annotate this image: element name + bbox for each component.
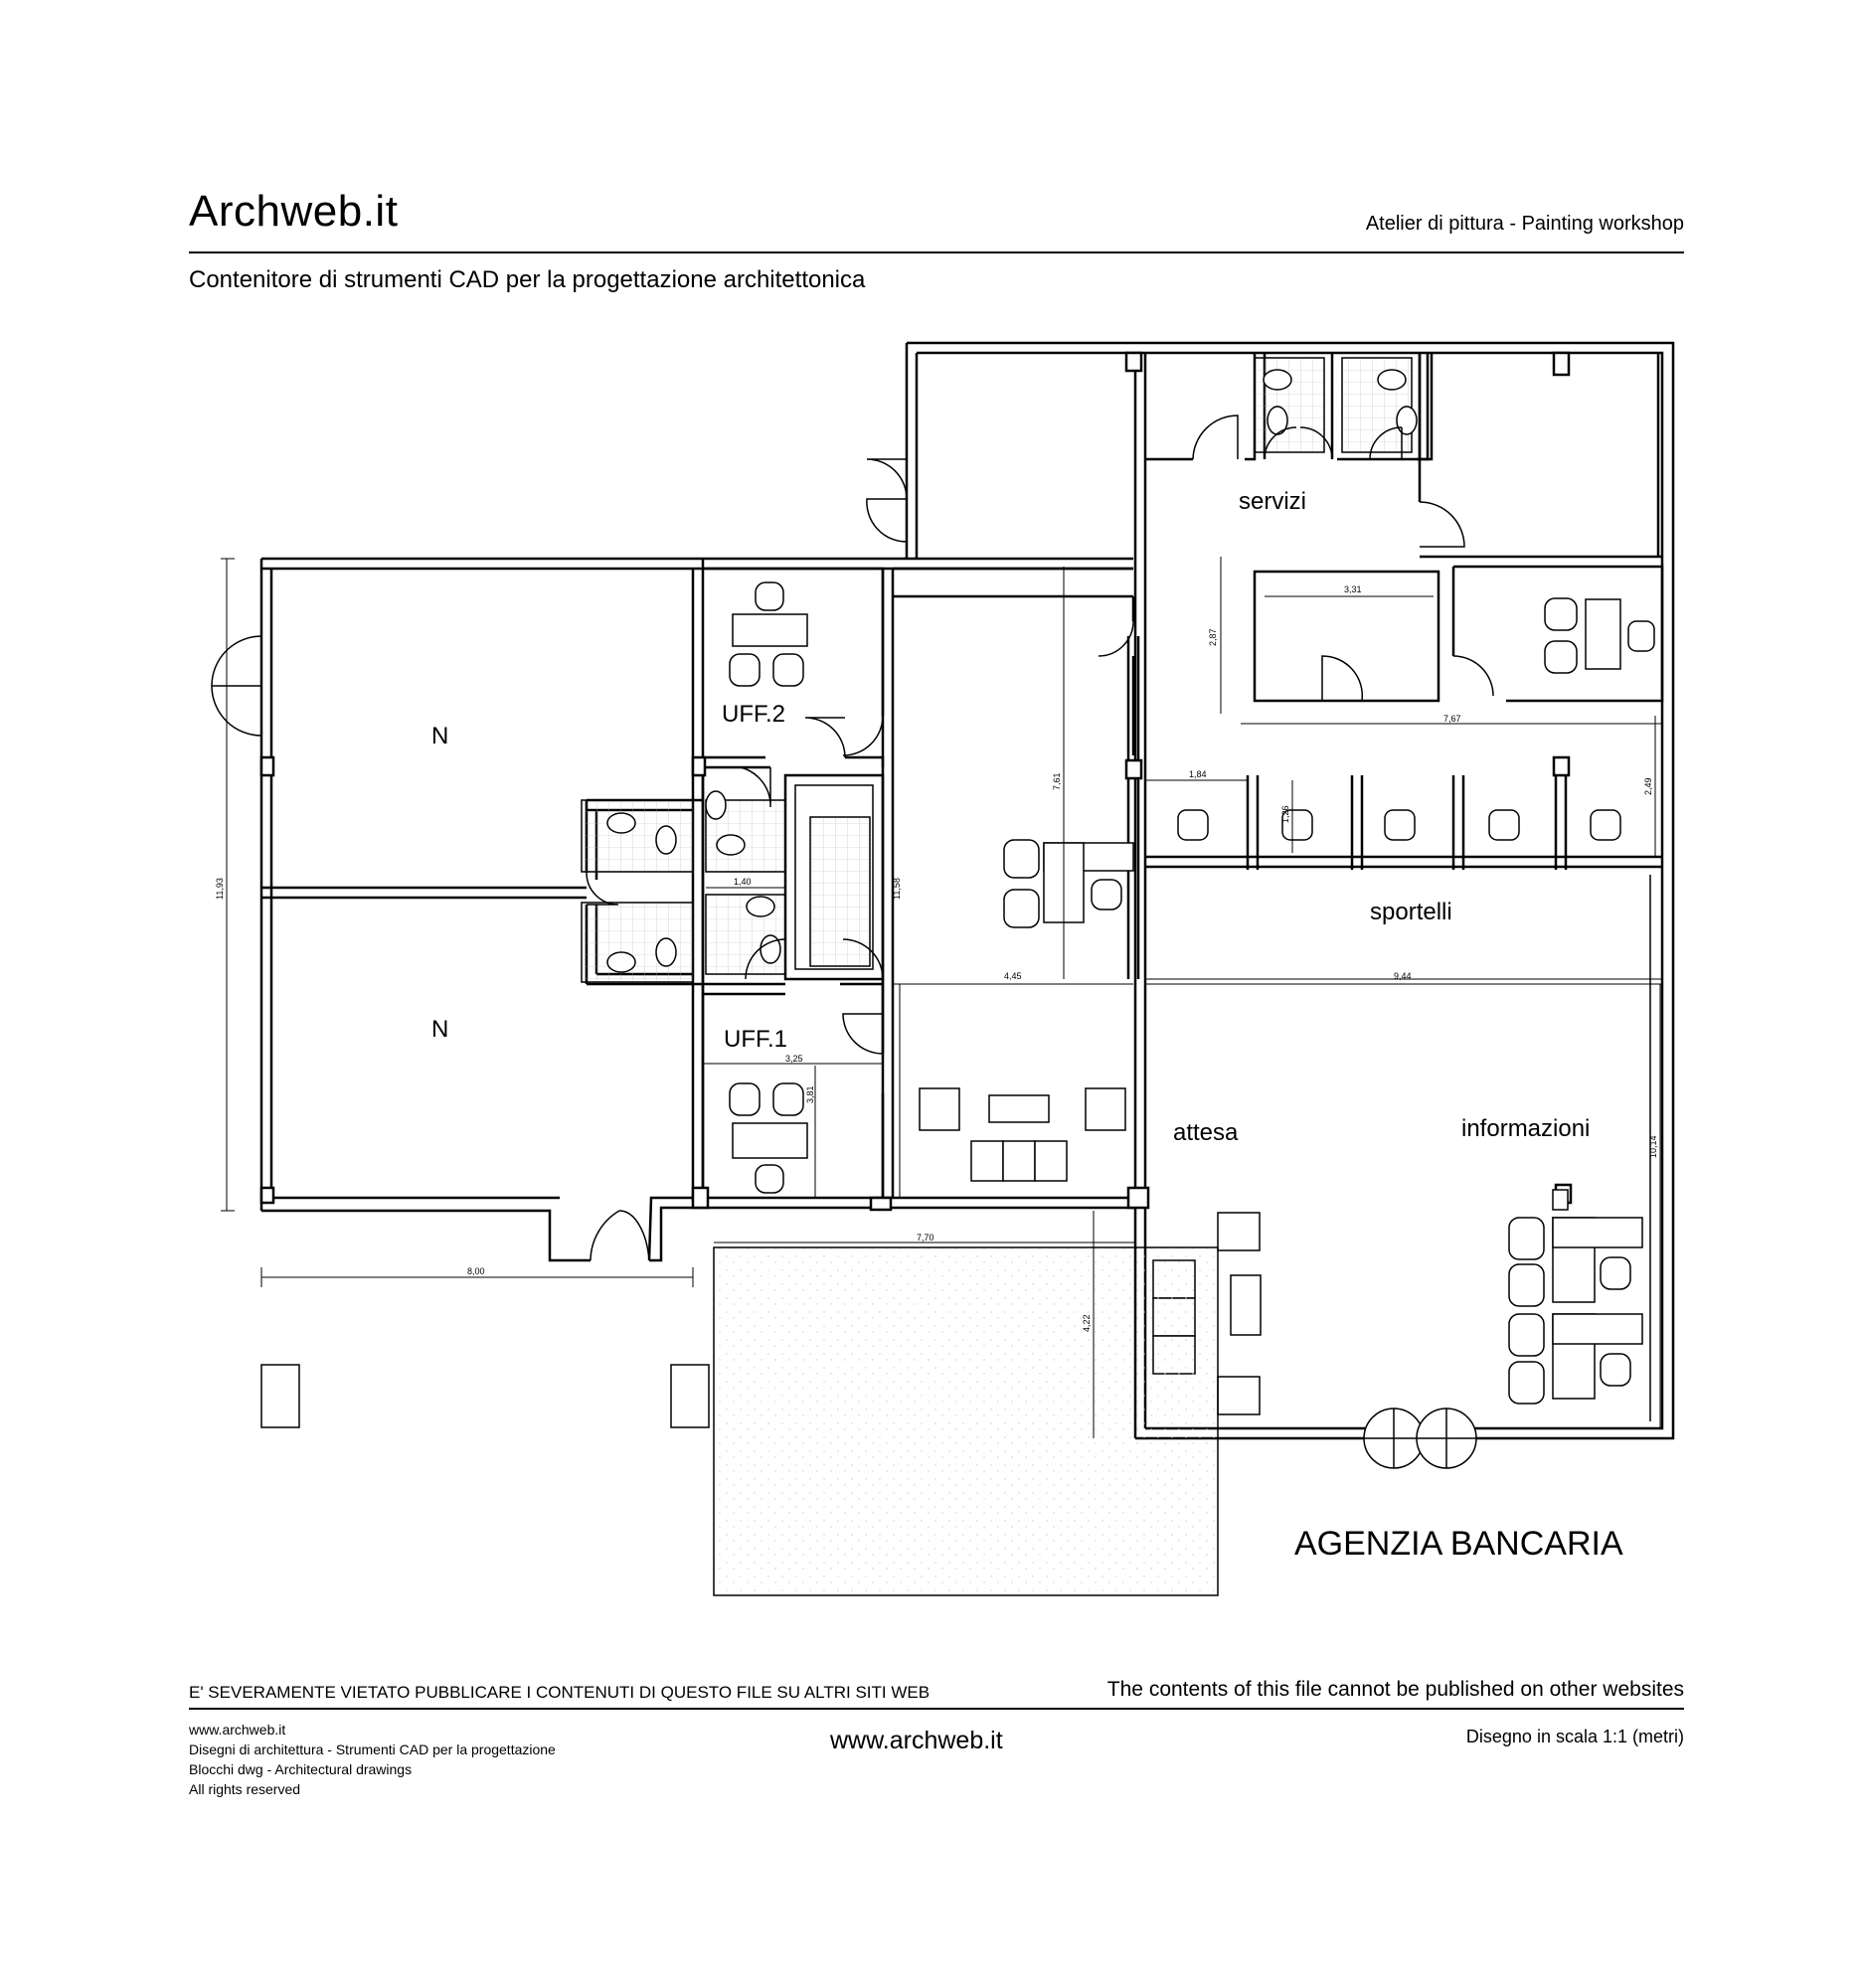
warning-english: The contents of this file cannot be publ…	[1106, 1678, 1684, 1701]
plan-title: AGENZIA BANCARIA	[1294, 1525, 1623, 1563]
footer-rule	[189, 1708, 1684, 1710]
dim-7-67: 7,67	[1443, 714, 1461, 724]
dim-4-22: 4,22	[1082, 1314, 1092, 1332]
header-rule	[189, 251, 1684, 253]
dim-4-45: 4,45	[1004, 971, 1022, 981]
footer-line: www.archweb.it	[189, 1722, 286, 1738]
dim-10-14: 10,14	[1648, 1135, 1658, 1158]
terrace	[713, 1246, 1219, 1596]
revolving-doors	[1363, 1408, 1477, 1469]
brand-logo-text: Archweb.it	[189, 187, 399, 236]
dim-7-61: 7,61	[1052, 772, 1062, 790]
dim-9-44: 9,44	[1394, 971, 1412, 981]
dim-11-93: 11,93	[215, 878, 225, 900]
footer-credits: www.archweb.it Disegni di architettura -…	[189, 1720, 556, 1799]
dim-1-84: 1,84	[1189, 769, 1207, 779]
project-title: Atelier di pittura - Painting workshop	[1365, 213, 1684, 235]
room-label-uff1: UFF.1	[724, 1026, 787, 1053]
dim-11-58: 11,58	[892, 878, 902, 900]
dim-1-26: 1,26	[1280, 805, 1290, 823]
doors	[211, 414, 1494, 1261]
room-label-uff2: UFF.2	[722, 701, 785, 728]
dim-8-00: 8,00	[467, 1266, 485, 1276]
room-label-informazioni: informazioni	[1461, 1115, 1590, 1142]
room-label-n-upper: N	[431, 723, 448, 749]
room-label-attesa: attesa	[1173, 1119, 1239, 1146]
footer-scale: Disegno in scala 1:1 (metri)	[1465, 1727, 1684, 1746]
dim-3-31: 3,31	[1344, 584, 1362, 594]
footer-website[interactable]: www.archweb.it	[830, 1727, 1003, 1754]
dimension-lines	[221, 557, 1662, 1438]
footer-line: All rights reserved	[189, 1781, 301, 1797]
footer-line: Blocchi dwg - Architectural drawings	[189, 1761, 413, 1777]
dim-1-40: 1,40	[734, 877, 752, 887]
warning-italian: E' SEVERAMENTE VIETATO PUBBLICARE I CONT…	[189, 1683, 931, 1702]
dim-3-25: 3,25	[785, 1054, 803, 1064]
toilets	[606, 369, 1418, 973]
dim-7-70: 7,70	[917, 1233, 934, 1242]
wc-areas	[581, 357, 1413, 983]
footer-line: Disegni di architettura - Strumenti CAD …	[189, 1741, 556, 1757]
dim-3-81: 3,81	[805, 1085, 815, 1103]
room-label-n-lower: N	[431, 1016, 448, 1043]
room-label-servizi: servizi	[1239, 488, 1306, 515]
room-label-sportelli: sportelli	[1370, 899, 1452, 925]
dim-2-87: 2,87	[1208, 628, 1218, 646]
header-subtitle: Contenitore di strumenti CAD per la prog…	[189, 266, 866, 293]
dim-2-49: 2,49	[1643, 777, 1653, 795]
